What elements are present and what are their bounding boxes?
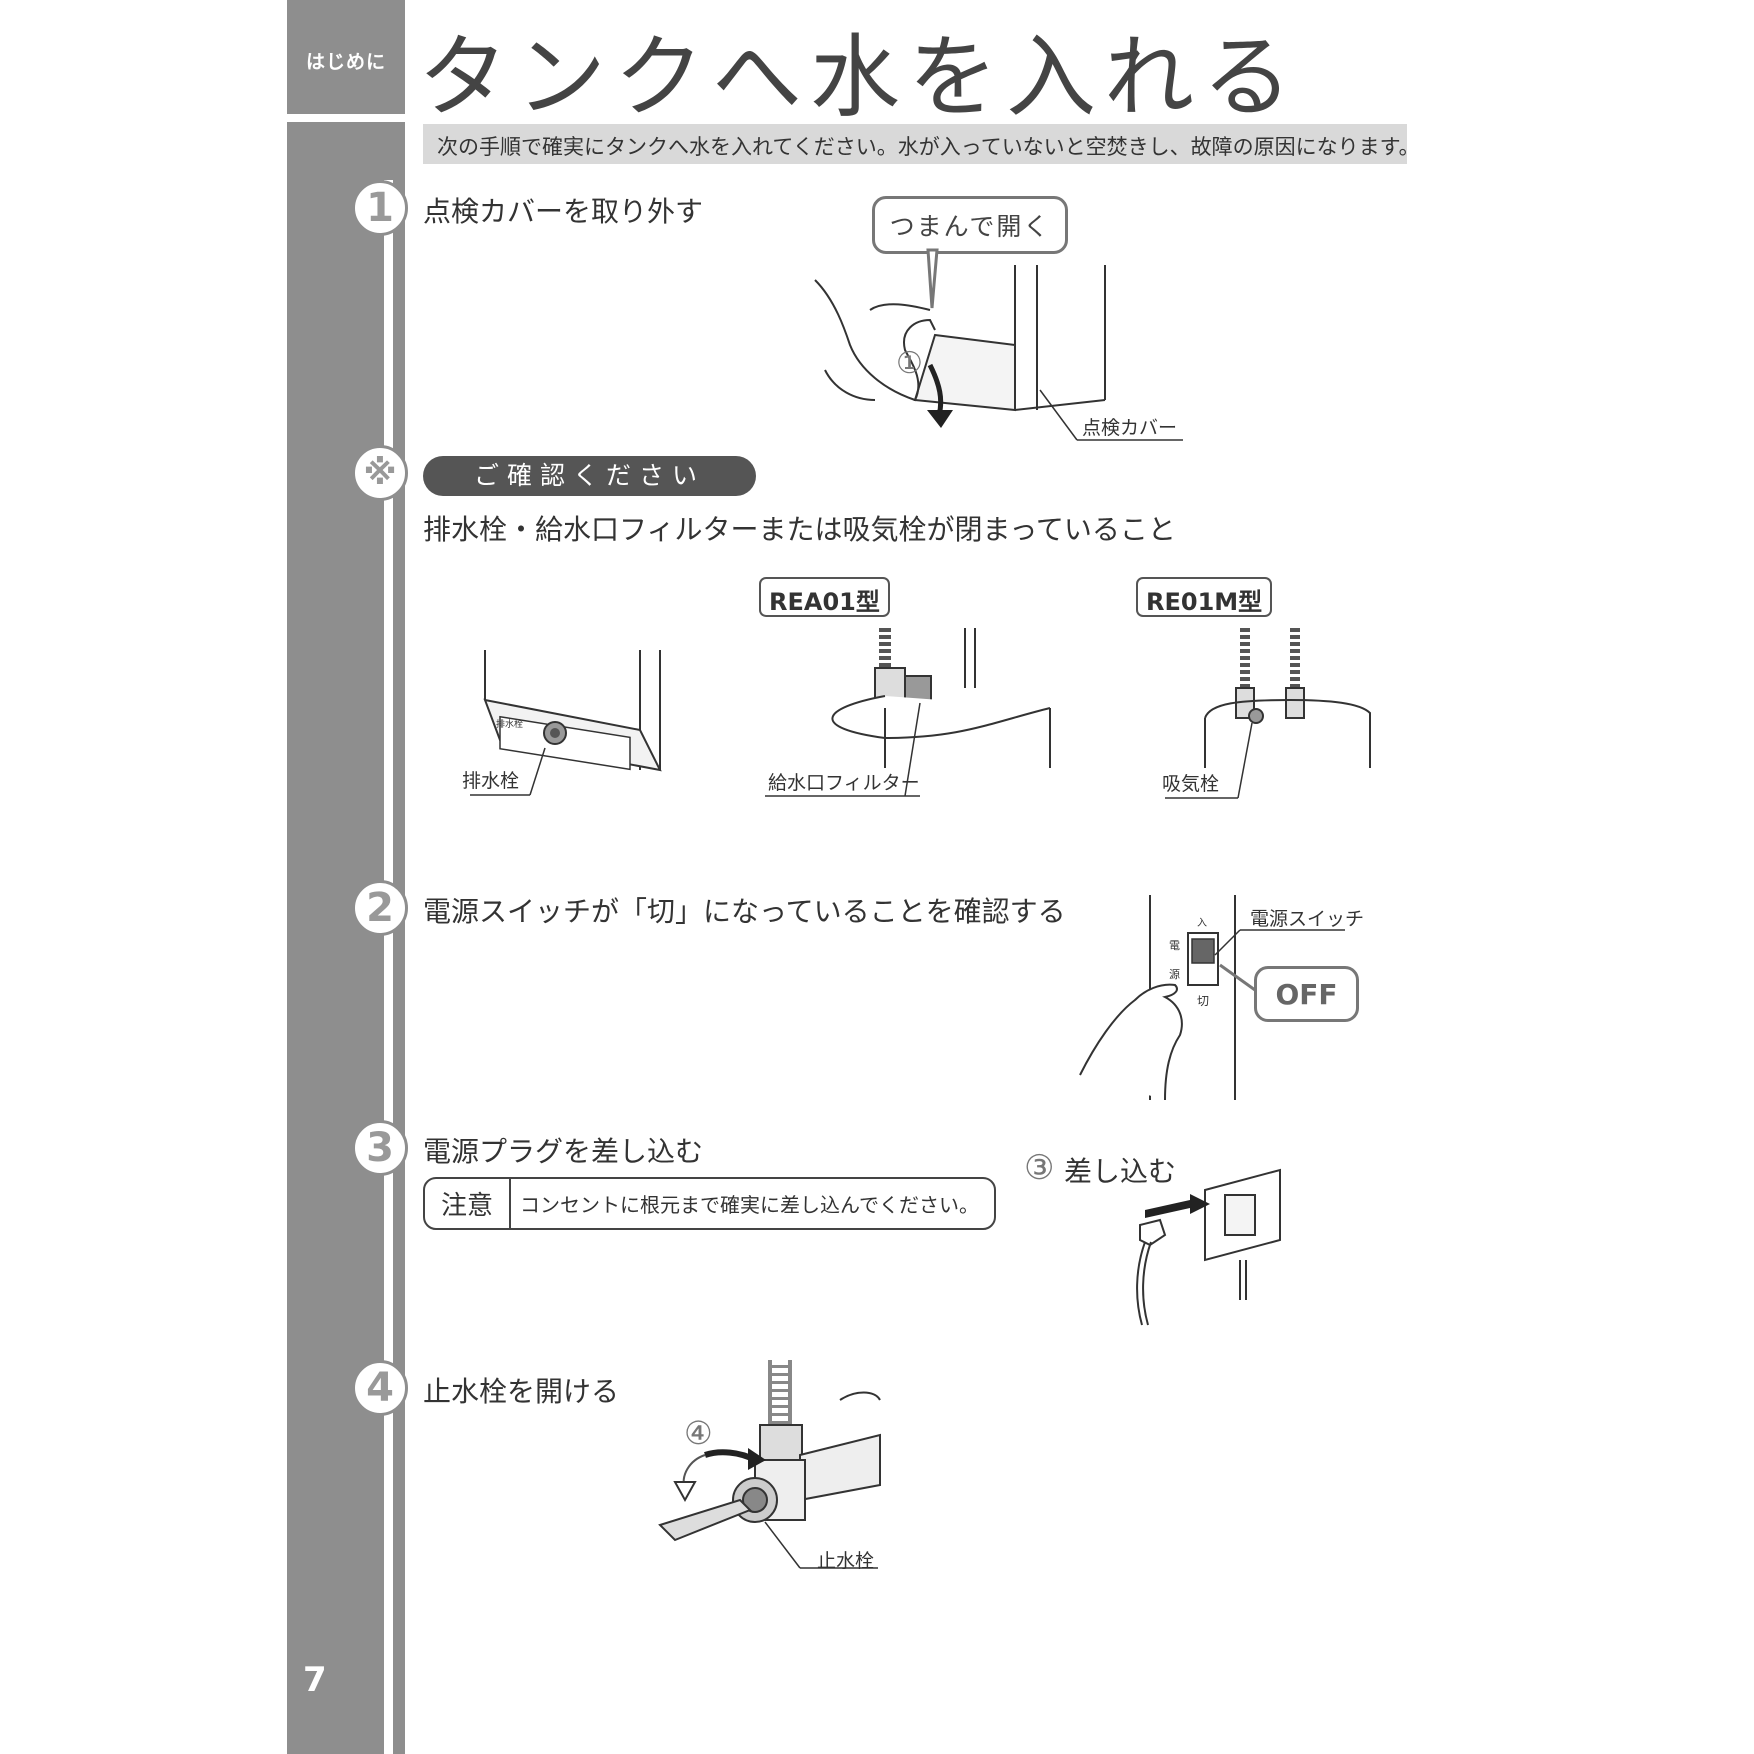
step-3-title: 電源プラグを差し込む (423, 1135, 704, 1168)
step-4-marker: ④ (684, 1414, 713, 1452)
panel-label-1: 電 (1169, 939, 1180, 952)
switch-on-mark: 入 (1197, 918, 1207, 929)
step-2-number: 2 (352, 880, 408, 936)
page-number: 7 (303, 1660, 327, 1700)
step-4-title: 止水栓を開ける (423, 1375, 620, 1408)
confirm-heading: ご確認ください (423, 456, 756, 496)
inspection-cover-illustration (814, 248, 1183, 441)
off-bubble: OFF (1254, 966, 1359, 1022)
step-3-marker: ③ (1024, 1148, 1055, 1188)
caution-box: 注意 コンセントに根元まで確実に差し込んでください。 (423, 1177, 996, 1230)
step-2-title: 電源スイッチが「切」になっていることを確認する (423, 895, 1066, 928)
sidebar-header (287, 0, 405, 114)
drain-plug-plate-label: 排水栓 (496, 720, 524, 730)
section-tab: はじめに (305, 51, 386, 73)
power-switch-illustration (1079, 895, 1345, 1101)
air-valve-illustration (1165, 628, 1371, 799)
pinch-open-bubble: つまんで開く (872, 196, 1068, 254)
step-4-number: 4 (352, 1360, 408, 1416)
air-valve-label: 吸気栓 (1162, 773, 1220, 795)
page-title: タンクへ水を入れる (418, 25, 1300, 130)
water-filter-label: 給水口フィルター (768, 772, 920, 794)
step-timeline (384, 180, 393, 1754)
stop-valve-label: 止水栓 (817, 1550, 875, 1572)
intro-note: 次の手順で確実にタンクへ水を入れてください。水が入っていないと空焚きし、故障の原… (423, 124, 1407, 164)
model-re01m-label: RE01M型 (1136, 577, 1273, 617)
step-1-marker: ① (896, 346, 923, 381)
outlet-plug-illustration (1136, 1168, 1281, 1326)
water-filter-illustration (765, 628, 1051, 797)
switch-off-mark: 切 (1197, 994, 1210, 1008)
drain-plug-label: 排水栓 (462, 770, 520, 792)
drain-plug-illustration (470, 650, 662, 796)
stop-valve-illustration (658, 1360, 881, 1569)
inspection-cover-label: 点検カバー (1082, 417, 1178, 439)
step-3-number: 3 (352, 1120, 408, 1176)
model-rea01-label: REA01型 (759, 577, 890, 617)
confirm-marker: ※ (352, 445, 408, 501)
confirm-text: 排水栓・給水口フィルターまたは吸気栓が閉まっていること (423, 513, 1176, 546)
power-switch-label: 電源スイッチ (1250, 908, 1365, 930)
plug-in-label: 差し込む (1064, 1155, 1177, 1188)
panel-label-2: 源 (1169, 968, 1180, 981)
step-1-number: 1 (352, 180, 408, 236)
caution-label: 注意 (425, 1179, 511, 1228)
step-1-title: 点検カバーを取り外す (423, 195, 704, 228)
caution-text: コンセントに根元まで確実に差し込んでください。 (520, 1193, 979, 1217)
